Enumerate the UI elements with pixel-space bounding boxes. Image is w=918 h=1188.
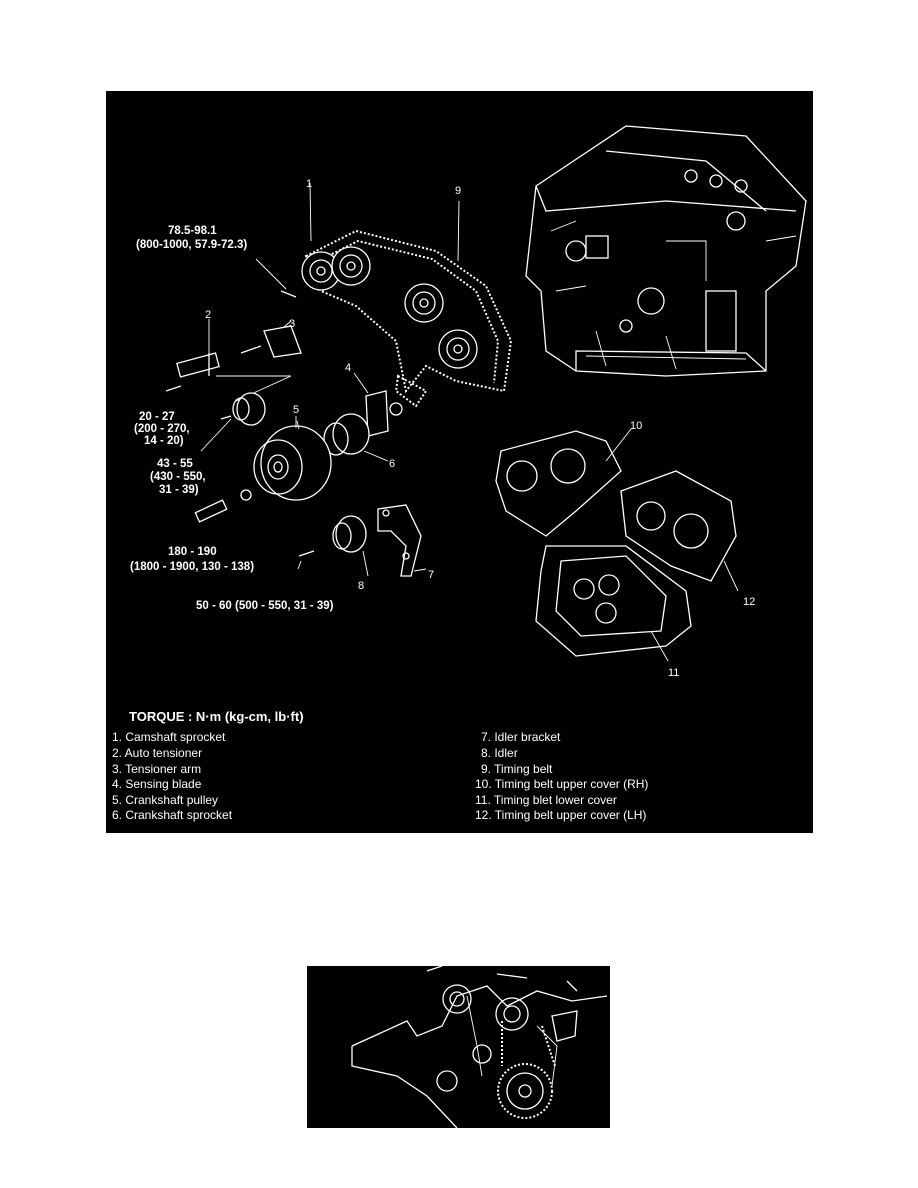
callout-5: 5 — [293, 404, 299, 416]
torque-spec-2-line1: 20 - 27 — [139, 411, 175, 423]
idler-bracket-illustration — [377, 504, 427, 577]
crankshaft-sprocket-illustration — [323, 413, 389, 462]
detail-roller-left — [436, 1044, 492, 1092]
torque-spec-3-line1: 43 - 55 — [157, 458, 193, 470]
callout-7: 7 — [428, 569, 434, 581]
timing-belt-detail-panel — [307, 966, 610, 1128]
torque-spec-4-line2: (1800 - 1900, 130 - 138) — [130, 561, 254, 573]
idler-illustration — [297, 515, 369, 577]
torque-spec-1-line1: 78.5-98.1 — [168, 225, 217, 237]
auto-tensioner-illustration — [165, 319, 220, 392]
legend-item: 7. Idler bracket — [481, 730, 561, 744]
camshaft-sprocket-lower-right — [438, 329, 478, 369]
callout-6: 6 — [389, 458, 395, 470]
callout-1: 1 — [306, 178, 312, 190]
torque-spec-3-line3: 31 - 39) — [159, 484, 199, 496]
torque-spec-2-line2: (200 - 270, — [134, 423, 190, 435]
detail-engine-outline — [351, 966, 608, 1128]
camshaft-bolt-icon — [280, 290, 297, 298]
torque-spec-1-line2: (800-1000, 57.9-72.3) — [136, 239, 247, 251]
camshaft-sprocket-right — [331, 246, 371, 286]
timing-belt-assembly — [301, 229, 513, 408]
torque-spec-5-line1: 50 - 60 (500 - 550, 31 - 39) — [196, 600, 334, 612]
legend-item: 12. Timing belt upper cover (LH) — [475, 808, 646, 822]
legend-item: 8. Idler — [481, 746, 518, 760]
callout-4: 4 — [345, 362, 351, 374]
torque-spec-4-line1: 180 - 190 — [168, 546, 217, 558]
crankshaft-bolt-illustration — [194, 499, 228, 523]
detail-tensioner-pulley — [495, 997, 529, 1031]
callout-10: 10 — [630, 420, 642, 432]
timing-belt-upper-cover-lh — [620, 470, 739, 592]
torque-spec-2-line3: 14 - 20) — [144, 435, 184, 447]
legend-item: 1. Camshaft sprocket — [112, 730, 226, 744]
timing-belt-exploded-view: 78.5-98.1 (800-1000, 57.9-72.3) 20 - 27 … — [112, 125, 807, 822]
legend-item: 2. Auto tensioner — [112, 746, 202, 760]
callout-12: 12 — [743, 596, 755, 608]
detail-crankshaft-sprocket — [497, 1063, 553, 1119]
legend-item: 4. Sensing blade — [112, 777, 202, 791]
callout-9: 9 — [455, 185, 461, 197]
legend-item: 10. Timing belt upper cover (RH) — [475, 777, 648, 791]
legend-item: 9. Timing belt — [481, 762, 553, 776]
legend-item: 6. Crankshaft sprocket — [112, 808, 233, 822]
torque-spec-3-line2: (430 - 550, — [150, 471, 206, 483]
torque-heading: TORQUE : N·m (kg-cm, lb·ft) — [129, 709, 304, 724]
legend-item: 5. Crankshaft pulley — [112, 793, 218, 807]
legend-item: 11. Timing blet lower cover — [475, 793, 617, 807]
timing-belt-lower-cover — [535, 545, 692, 662]
crankshaft-pulley-illustration — [240, 416, 332, 501]
legend-column-right: 7. Idler bracket 8. Idler 9. Timing belt… — [475, 730, 648, 822]
timing-belt-detail-view — [351, 966, 608, 1128]
callout-8: 8 — [358, 580, 364, 592]
legend-item: 3. Tensioner arm — [112, 762, 201, 776]
timing-belt-diagram-panel: 78.5-98.1 (800-1000, 57.9-72.3) 20 - 27 … — [106, 91, 813, 833]
legend-column-left: 1. Camshaft sprocket 2. Auto tensioner 3… — [112, 730, 233, 822]
callout-3: 3 — [289, 318, 295, 330]
sensing-blade-illustration — [353, 372, 403, 437]
tensioner-arm-illustration — [240, 320, 302, 358]
detail-timing-belt — [501, 1021, 556, 1067]
callout-11: 11 — [668, 667, 679, 679]
callout-2: 2 — [205, 309, 211, 321]
engine-block-illustration — [525, 125, 807, 377]
detail-idler-pulley — [442, 984, 472, 1014]
timing-belt-upper-cover-rh — [495, 428, 632, 537]
detail-bracket — [551, 1010, 578, 1042]
tensioner-roller-illustration — [220, 392, 266, 426]
camshaft-sprocket-lower-left — [404, 283, 444, 323]
camshaft-sprocket-left — [301, 251, 341, 291]
